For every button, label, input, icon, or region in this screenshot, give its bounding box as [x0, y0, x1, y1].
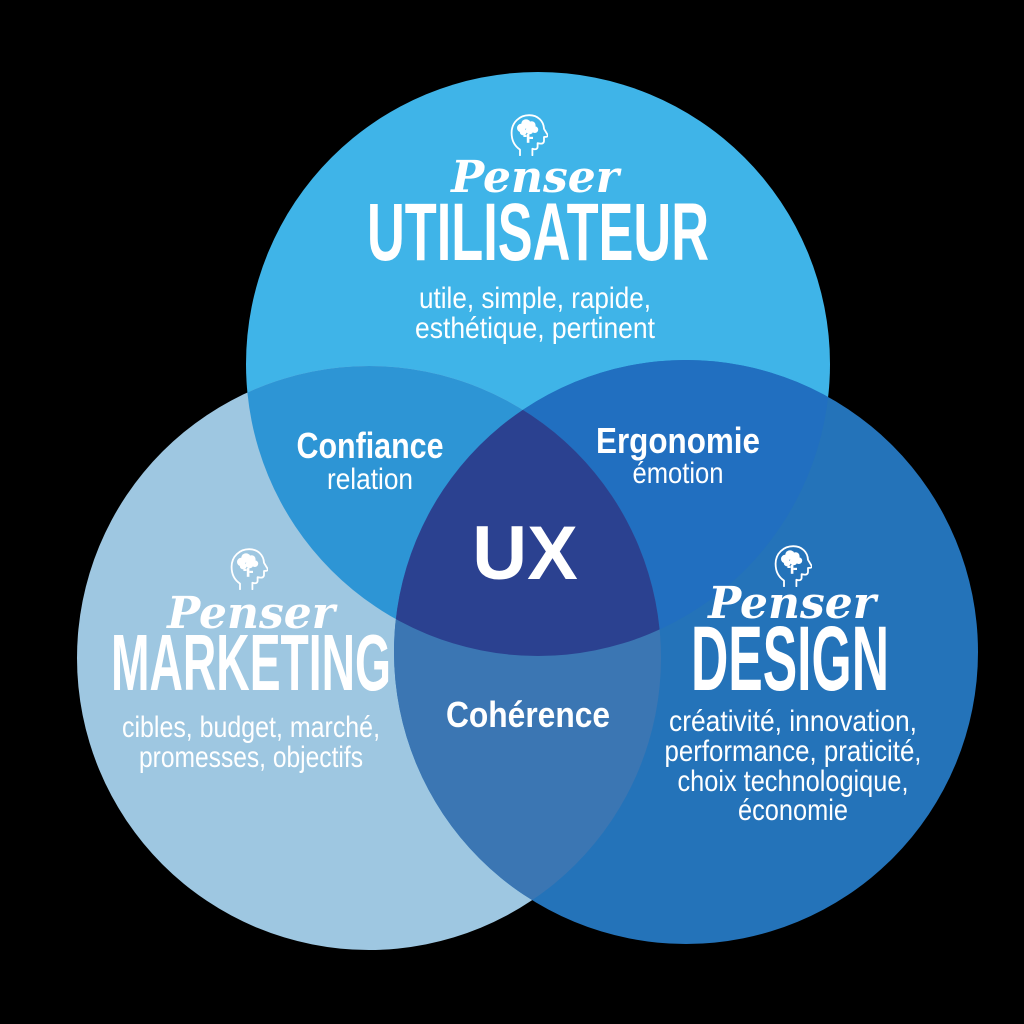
ergonomie-label: Ergonomie: [596, 420, 760, 461]
marketing-title: MARKETING: [111, 618, 391, 707]
utilisateur-eyebrow: Penser: [449, 152, 622, 203]
design-keywords-line2: performance, praticité,: [665, 735, 922, 768]
marketing-eyebrow: Penser: [165, 588, 338, 639]
design-keywords-line1: créativité, innovation,: [669, 705, 917, 738]
coherence-label: Cohérence: [446, 694, 610, 735]
confiance-sublabel: relation: [327, 463, 413, 496]
design-keywords-line3: choix technologique,: [678, 765, 909, 798]
group-design: Penser DESIGN créativité, innovation, pe…: [665, 545, 922, 827]
marketing-keywords-line2: promesses, objectifs: [139, 741, 363, 774]
utilisateur-keywords-line1: utile, simple, rapide,: [419, 282, 651, 315]
intersection-utilisateur-marketing: [246, 366, 661, 656]
group-marketing: Penser MARKETING cibles, budget, marché,…: [111, 548, 391, 774]
ux-center-label: UX: [472, 511, 578, 596]
intersection-utilisateur-marketing-fill: [246, 366, 661, 656]
ergonomie-sublabel: émotion: [633, 457, 724, 490]
confiance-label: Confiance: [297, 425, 444, 466]
utilisateur-title: UTILISATEUR: [367, 187, 709, 278]
group-utilisateur: Penser UTILISATEUR utile, simple, rapide…: [367, 114, 709, 345]
design-keywords-line4: économie: [738, 794, 848, 827]
group-intersection-labels: Confiance relation Ergonomie émotion Coh…: [297, 420, 761, 735]
marketing-keywords-line1: cibles, budget, marché,: [122, 711, 380, 744]
utilisateur-keywords-line2: esthétique, pertinent: [415, 312, 655, 345]
design-eyebrow: Penser: [706, 578, 879, 629]
design-title: DESIGN: [691, 608, 889, 710]
